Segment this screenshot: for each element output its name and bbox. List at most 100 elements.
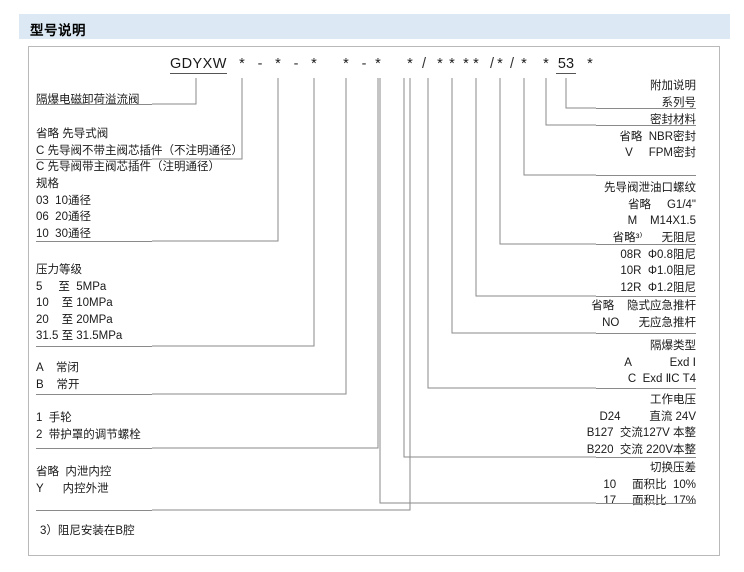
label-line: 先导阀泄油口螺纹 (604, 182, 696, 194)
label-line: 省略 G1/4" (628, 198, 696, 211)
label-line: 省略³⁾ 无阻尼 (612, 232, 696, 244)
label-line: 省略 NBR密封 (619, 130, 696, 143)
code-token: * (449, 56, 455, 72)
label-line: 省略 隐式应急推杆 (591, 300, 696, 312)
header-accent (14, 14, 19, 39)
label-group-size: 规格 03 10通径 06 20通径 10 30通径 (36, 176, 336, 242)
code-separator: / (421, 56, 427, 72)
label-line: 密封材料 (650, 114, 696, 126)
group-rule (596, 333, 696, 334)
group-rule (596, 503, 696, 504)
label-line: 20 至 20MPa (36, 313, 113, 326)
group-rule (596, 175, 696, 176)
label-line: 工作电压 (650, 394, 696, 406)
label-line: 规格 (36, 178, 59, 190)
code-separator: / (509, 56, 515, 72)
label-line: 省略 内泄内控 (36, 466, 112, 478)
label-line: 08R Φ0.8阻尼 (620, 248, 696, 261)
code-token: * (437, 56, 443, 72)
label-group-pilot-drain-thread: 先导阀泄油口螺纹省略 G1/4" M M14X1.5 (436, 180, 696, 230)
section-header-bar (14, 14, 730, 39)
code-token: * (375, 56, 381, 72)
label-line: B 常开 (36, 378, 80, 391)
label-group-adjustment: 1 手轮 2 带护罩的调节螺栓 (36, 410, 336, 443)
label-line: 附加说明 (650, 80, 696, 92)
group-rule (36, 104, 152, 105)
group-rule (36, 159, 152, 160)
group-rule (36, 346, 152, 347)
code-token: * (521, 56, 527, 72)
group-rule (596, 108, 696, 109)
label-line: 31.5 至 31.5MPa (36, 330, 123, 342)
label-line: 10 至 10MPa (36, 297, 113, 309)
group-rule (36, 394, 152, 395)
label-line: B127 交流127V 本整 (586, 427, 696, 439)
label-line: 省略 先导式阀 (36, 128, 109, 140)
code-token: * (543, 56, 549, 72)
label-line: 系列号 (661, 97, 697, 109)
label-group-drain-control: 省略 内泄内控 Y 内控外泄 (36, 464, 336, 497)
group-rule (36, 510, 152, 511)
label-group-working-voltage: 工作电压 D24 直流 24V B127 交流127V 本整 B220 交流 220V… (436, 392, 696, 458)
code-separator: - (293, 56, 299, 72)
label-group-explosion-proof-type: 隔爆类型 A Exd Ⅰ C Exd ⅡC T4 (436, 338, 696, 388)
label-group-normal-state: A 常闭 B 常开 (36, 360, 336, 393)
label-line: 2 带护罩的调节螺栓 (36, 428, 141, 441)
code-token: * (343, 56, 349, 72)
code-series-number: 53 (556, 56, 576, 74)
label-line: 5 至 5MPa (36, 280, 107, 293)
code-token: * (473, 56, 479, 72)
label-line: 隔爆类型 (650, 340, 696, 352)
label-line: M M14X1.5 (627, 215, 696, 227)
code-token: * (407, 56, 413, 72)
label-group-pilot-type: 省略 先导式阀 C 先导阀不带主阀芯插件（不注明通径） C 先导阀带主阀芯插件（注明… (36, 126, 366, 176)
label-line: 10 30通径 (36, 227, 91, 240)
code-prefix: GDYXW (170, 56, 227, 74)
group-rule (596, 125, 696, 126)
label-line: 06 20通径 (36, 211, 91, 223)
code-token: * (587, 56, 593, 72)
label-group-product-name: 隔爆电磁卸荷溢流阀 (36, 92, 336, 109)
code-token: * (497, 56, 503, 72)
label-line: 切换压差 (650, 462, 696, 474)
label-line: V FPM密封 (625, 147, 696, 159)
group-rule (596, 388, 696, 389)
code-token: * (311, 56, 317, 72)
code-separator: / (489, 56, 495, 72)
footnote: 3）阻尼安装在B腔 (40, 525, 135, 537)
label-line: 10 面积比 10% (603, 478, 696, 491)
code-separator: - (257, 56, 263, 72)
label-line: 1 手轮 (36, 412, 72, 424)
label-line: 12R Φ1.2阻尼 (620, 281, 696, 294)
group-rule (596, 244, 696, 245)
label-line: 17 面积比 17% (603, 495, 696, 507)
code-token: * (275, 56, 281, 72)
label-line: D24 直流 24V (599, 410, 696, 423)
label-group-pressure-rating: 压力等级 5 至 5MPa 10 至 10MPa 20 至 20MPa 31.5 至 3… (36, 262, 336, 345)
label-line: NO 无应急推杆 (602, 316, 696, 329)
label-group-additional-note: 附加说明 (436, 78, 696, 95)
label-line: 压力等级 (36, 264, 82, 276)
code-token: * (239, 56, 245, 72)
label-line: C Exd ⅡC T4 (627, 373, 696, 385)
label-line: A 常闭 (36, 362, 79, 374)
label-line: Y 内控外泄 (36, 482, 109, 495)
label-group-switching-pressure-diff: 切换压差 10 面积比 10% 17 面积比 17% (436, 460, 696, 510)
label-line: C 先导阀不带主阀芯插件（不注明通径） (36, 144, 243, 157)
label-group-series-no: 系列号 (436, 95, 697, 112)
page-title: 型号说明 (30, 23, 86, 38)
group-rule (36, 448, 152, 449)
label-group-emergency-rod: 省略 隐式应急推杆 NO 无应急推杆 (436, 298, 696, 331)
label-line: A Exd Ⅰ (624, 356, 696, 369)
group-rule (36, 241, 152, 242)
label-line: 03 10通径 (36, 194, 91, 207)
code-token: * (463, 56, 469, 72)
label-line: C 先导阀带主阀芯插件（注明通径） (36, 161, 220, 173)
label-line: B220 交流 220V本整 (586, 443, 696, 456)
code-separator: - (361, 56, 367, 72)
label-group-seal-material: 密封材料省略 NBR密封 V FPM密封 (436, 112, 696, 162)
group-rule (596, 296, 696, 297)
